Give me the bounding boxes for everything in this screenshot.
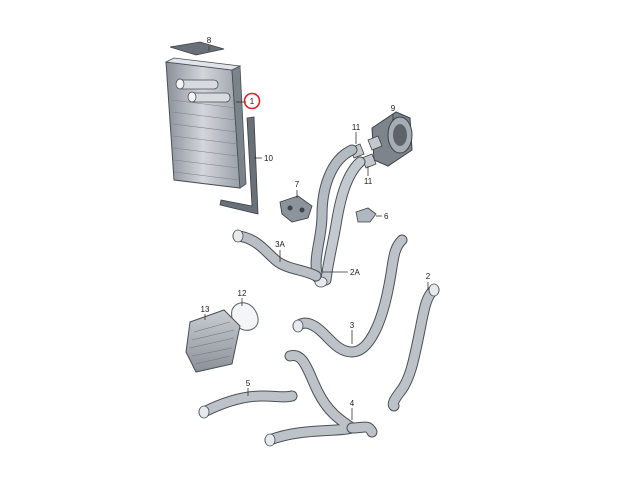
highlight-ring <box>243 92 261 110</box>
foam-insulation-part[interactable] <box>185 309 241 373</box>
clip-part[interactable] <box>355 207 377 223</box>
callout-labels: 8 1 10 9 11 11 7 6 3A 2A 2 3 12 13 4 5 <box>201 36 431 408</box>
coolant-hose-3a[interactable] <box>232 229 322 282</box>
coolant-hose-5[interactable] <box>198 390 298 419</box>
callout-9[interactable]: 9 <box>391 104 396 113</box>
callout-10[interactable]: 10 <box>264 154 273 163</box>
callout-3a[interactable]: 3A <box>275 240 285 249</box>
callout-5[interactable]: 5 <box>246 379 251 388</box>
callout-11-lower[interactable]: 11 <box>364 177 373 186</box>
callout-4[interactable]: 4 <box>350 399 355 408</box>
coolant-hose-2[interactable] <box>387 283 440 412</box>
leader-lines <box>204 46 429 420</box>
callout-3[interactable]: 3 <box>350 321 355 330</box>
auxiliary-pump-part[interactable] <box>367 111 413 167</box>
callout-11-upper[interactable]: 11 <box>352 123 361 132</box>
callout-8[interactable]: 8 <box>207 36 212 45</box>
callout-13[interactable]: 13 <box>201 305 210 314</box>
callout-12[interactable]: 12 <box>238 289 247 298</box>
bracket-part[interactable] <box>279 195 313 223</box>
coolant-hose-3[interactable] <box>292 234 408 358</box>
l-seal-part[interactable] <box>219 116 259 215</box>
callout-7[interactable]: 7 <box>295 180 300 189</box>
seal-strip-part[interactable] <box>169 41 225 56</box>
coolant-hose-4[interactable] <box>264 350 378 447</box>
callout-2[interactable]: 2 <box>426 272 431 281</box>
callout-1[interactable]: 1 <box>250 97 255 106</box>
callout-2a[interactable]: 2A <box>350 268 360 277</box>
callout-6[interactable]: 6 <box>384 212 389 221</box>
heater-core-part[interactable] <box>164 57 247 189</box>
coolant-hose-2a[interactable] <box>310 144 366 288</box>
